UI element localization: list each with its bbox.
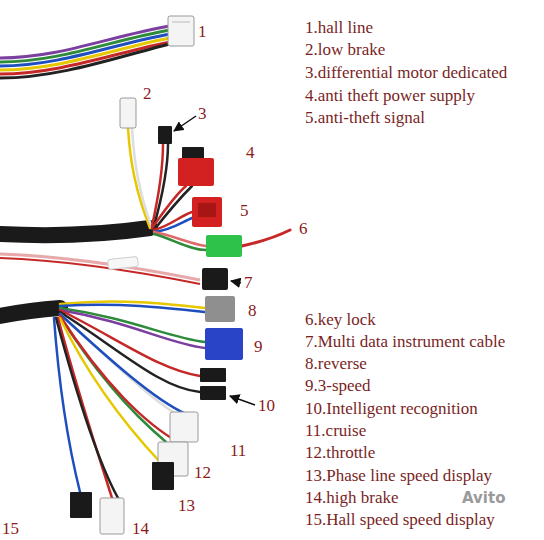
legend-item: 15.Hall speed speed display — [305, 510, 495, 530]
legend-item: 3.differential motor dedicated — [305, 63, 507, 83]
middle-wires — [242, 230, 290, 246]
legend-item: 6.key lock — [305, 310, 376, 330]
callout-arrow — [174, 116, 196, 131]
cable-sheath — [0, 228, 150, 235]
anti-theft-signal-connector — [192, 197, 222, 227]
callout-number: 1 — [198, 22, 207, 42]
callout-number: 3 — [198, 104, 207, 124]
middle-wires — [132, 128, 152, 228]
legend-item: 4.anti theft power supply — [305, 86, 475, 106]
middle-wires — [154, 234, 206, 250]
callout-number: 2 — [143, 84, 152, 104]
legend-item: 13.Phase line speed display — [305, 466, 492, 486]
callout-number: 15 — [2, 519, 19, 539]
recognition-connector — [200, 386, 226, 400]
lower-wires — [54, 318, 80, 492]
wire-sleeve — [108, 256, 139, 269]
instrument-connector — [202, 268, 228, 290]
lower-wires — [60, 312, 200, 392]
callout-number: 4 — [246, 143, 255, 163]
anti-theft-power-connector — [178, 158, 214, 186]
watermark: Avito — [462, 490, 505, 507]
middle-wires — [154, 218, 192, 232]
high-brake-connector — [100, 498, 124, 534]
key-lock-connector — [206, 235, 242, 257]
recognition-connector — [200, 368, 226, 382]
differential-connector — [158, 126, 172, 144]
hall-connector — [168, 16, 194, 46]
phase-speed-connector — [152, 462, 174, 490]
middle-wires — [154, 186, 192, 230]
callout-arrow — [231, 281, 241, 283]
legend-item: 9.3-speed — [305, 376, 371, 396]
three-speed-connector — [205, 328, 243, 360]
legend-item: 12.throttle — [305, 443, 375, 463]
callout-number: 7 — [244, 273, 253, 293]
legend-item: 2.low brake — [305, 40, 385, 60]
lower-wires — [56, 318, 118, 498]
callout-number: 13 — [178, 496, 195, 516]
callout-number: 14 — [132, 519, 149, 539]
lower-wires — [60, 310, 205, 348]
middle-wires — [152, 186, 186, 228]
legend-item: 1.hall line — [305, 18, 373, 38]
hall-wires — [0, 42, 170, 74]
legend-item: 5.anti-theft signal — [305, 108, 425, 128]
callout-number: 9 — [254, 337, 263, 357]
legend-item: 11.cruise — [305, 421, 366, 441]
hall-wires — [0, 26, 170, 78]
connector-rib — [172, 22, 190, 23]
low-brake-connector — [120, 98, 136, 128]
legend-item: 10.Intelligent recognition — [305, 399, 478, 419]
lower-wires — [54, 301, 205, 498]
instrument-wire — [0, 258, 200, 284]
connector-face — [198, 203, 216, 217]
legend-item: 7.Multi data instrument cable — [305, 332, 505, 352]
callout-number: 11 — [230, 441, 246, 461]
lower-wires — [60, 318, 160, 462]
lower-wires — [60, 310, 200, 376]
middle-wires — [128, 128, 290, 250]
cruise-connector — [170, 412, 198, 442]
callout-number: 8 — [248, 301, 257, 321]
lower-wires — [60, 316, 178, 442]
cable-sheath — [0, 308, 60, 316]
callout-arrow — [230, 396, 255, 405]
callout-number: 10 — [258, 396, 275, 416]
callout-number: 12 — [194, 463, 211, 483]
callout-number: 6 — [299, 219, 308, 239]
legend-item: 8.reverse — [305, 354, 367, 374]
hall-speed-connector — [70, 492, 92, 518]
hall-wires — [0, 44, 170, 78]
legend-item: 14.high brake — [305, 488, 398, 508]
reverse-connector — [205, 296, 235, 322]
callout-number: 5 — [240, 201, 249, 221]
